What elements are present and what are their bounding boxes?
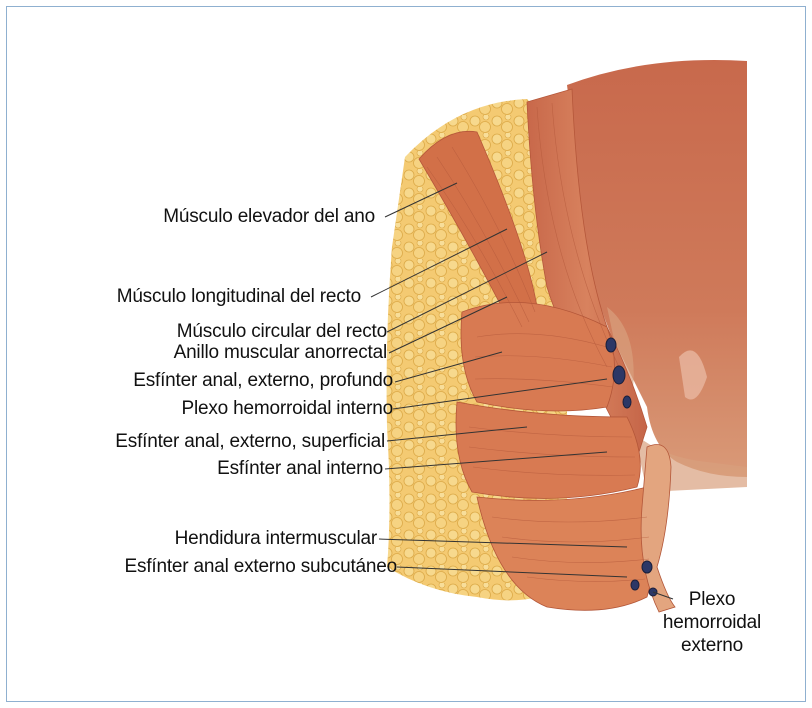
- label-external-plexus-line1: Plexo: [657, 589, 767, 611]
- label-external-sphincter-superficial: Esfínter anal, externo, superficial: [115, 431, 385, 453]
- label-anorectal-ring: Anillo muscular anorrectal: [174, 342, 387, 364]
- label-subcutaneous-sphincter: Esfínter anal externo subcutáneo: [125, 556, 397, 578]
- label-external-plexus-line2: hemorroidal: [657, 612, 767, 634]
- label-external-sphincter-deep: Esfínter anal, externo, profundo: [133, 370, 393, 392]
- label-circular-muscle: Músculo circular del recto: [177, 321, 387, 343]
- label-internal-sphincter: Esfínter anal interno: [217, 458, 383, 480]
- label-longitudinal-muscle: Músculo longitudinal del recto: [117, 286, 361, 308]
- label-external-plexus-line3: externo: [657, 635, 767, 657]
- figure-frame: Músculo elevador del ano Músculo longitu…: [6, 6, 806, 702]
- rectal-lumen: [567, 60, 747, 477]
- label-internal-plexus: Plexo hemorroidal interno: [181, 398, 393, 420]
- label-intermuscular-groove: Hendidura intermuscular: [175, 528, 377, 550]
- label-levator-ani: Músculo elevador del ano: [163, 206, 375, 228]
